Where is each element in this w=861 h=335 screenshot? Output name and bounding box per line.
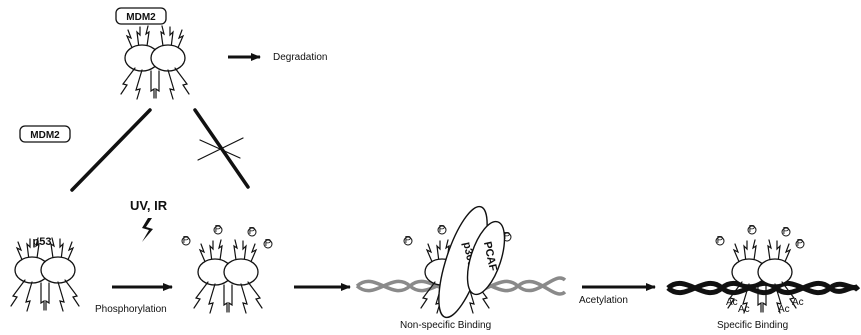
mdm2-side-label: MDM2	[30, 130, 60, 141]
svg-text:P: P	[405, 235, 412, 246]
phosphorylated-p53: P P P P	[182, 224, 272, 313]
mdm2-p53-complex: MDM2	[116, 8, 189, 99]
lightning-icon	[142, 218, 153, 242]
svg-text:P: P	[717, 235, 724, 246]
nonspecific-label: Non-specific Binding	[400, 320, 491, 331]
svg-text:P: P	[797, 238, 804, 249]
svg-text:P: P	[783, 226, 790, 237]
free-p53: p53	[11, 236, 79, 311]
svg-text:Ac: Ac	[792, 297, 804, 308]
svg-text:P: P	[439, 224, 446, 235]
svg-text:P: P	[183, 235, 190, 246]
specific-label: Specific Binding	[717, 320, 788, 331]
mdm2-top-label: MDM2	[126, 12, 156, 23]
phosphorylation-label: Phosphorylation	[95, 304, 167, 315]
svg-text:Ac: Ac	[726, 297, 738, 308]
acetylation-label: Acetylation	[579, 295, 628, 306]
specific-binding-complex: P P P P Ac Ac Ac Ac	[668, 224, 858, 315]
svg-text:P: P	[265, 238, 272, 249]
uv-ir-label: UV, IR	[130, 198, 168, 213]
svg-text:P: P	[749, 224, 756, 235]
degradation-label: Degradation	[273, 52, 327, 63]
svg-text:P: P	[215, 224, 222, 235]
phospho-sites: P P P P	[182, 224, 272, 249]
nonspecific-binding-complex: P P P p300 PCAF	[357, 202, 565, 323]
phospho-sites-specific: P P P P	[716, 224, 804, 249]
svg-text:Ac: Ac	[738, 304, 750, 315]
p53-label: p53	[33, 236, 52, 248]
mdm2-binding-line	[72, 110, 150, 190]
svg-text:P: P	[249, 226, 256, 237]
acetyl-tags: Ac Ac Ac Ac	[726, 297, 804, 315]
svg-text:Ac: Ac	[778, 304, 790, 315]
